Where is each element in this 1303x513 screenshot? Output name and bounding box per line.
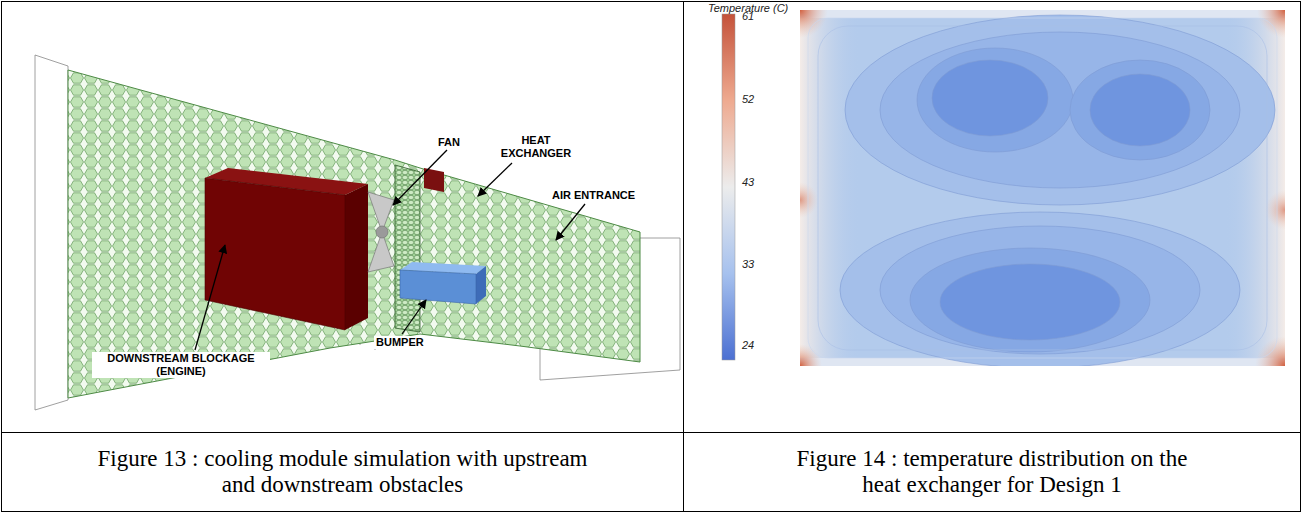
part-label: DOWNSTREAM BLOCKAGE (ENGINE) — [92, 352, 270, 378]
leader-arrow — [393, 150, 447, 205]
contour-field — [800, 10, 1285, 366]
leader-arrow — [556, 204, 585, 240]
color-bar — [722, 14, 735, 360]
colorbar-value: 52 — [742, 93, 754, 106]
mesh-domain — [68, 70, 640, 398]
part-label: BUMPER — [374, 336, 426, 349]
bumper-block — [400, 262, 486, 304]
cooling-module-illustration — [35, 55, 680, 410]
colorbar-value: 24 — [742, 339, 754, 352]
figure-caption: Figure 14 : temperature distribution on … — [777, 446, 1207, 499]
temperature-contour-plot — [722, 0, 1303, 396]
domain-planes — [35, 55, 680, 410]
caption-cell: Figure 13 : cooling module simulation wi… — [2, 433, 683, 511]
outlet-plane — [35, 55, 68, 410]
fan-symbol — [368, 192, 394, 272]
part-label: HEAT EXCHANGER — [490, 134, 582, 160]
leader-arrow — [195, 245, 225, 350]
column-rule — [683, 2, 684, 512]
engine-block — [205, 168, 368, 330]
part-label: AIR ENTRANCE — [550, 189, 637, 202]
leader-arrows — [195, 150, 585, 350]
caption-cell: Figure 14 : temperature distribution on … — [684, 433, 1300, 511]
part-label: FAN — [436, 136, 462, 149]
leader-arrow — [402, 300, 426, 334]
row-rule — [2, 432, 1301, 433]
colorbar-value: 43 — [742, 176, 754, 189]
leader-arrow — [478, 163, 512, 196]
figure-caption: Figure 13 : cooling module simulation wi… — [93, 446, 593, 499]
colorbar-value: 61 — [742, 10, 754, 23]
colorbar-value: 33 — [742, 258, 754, 271]
small-block — [424, 168, 444, 192]
